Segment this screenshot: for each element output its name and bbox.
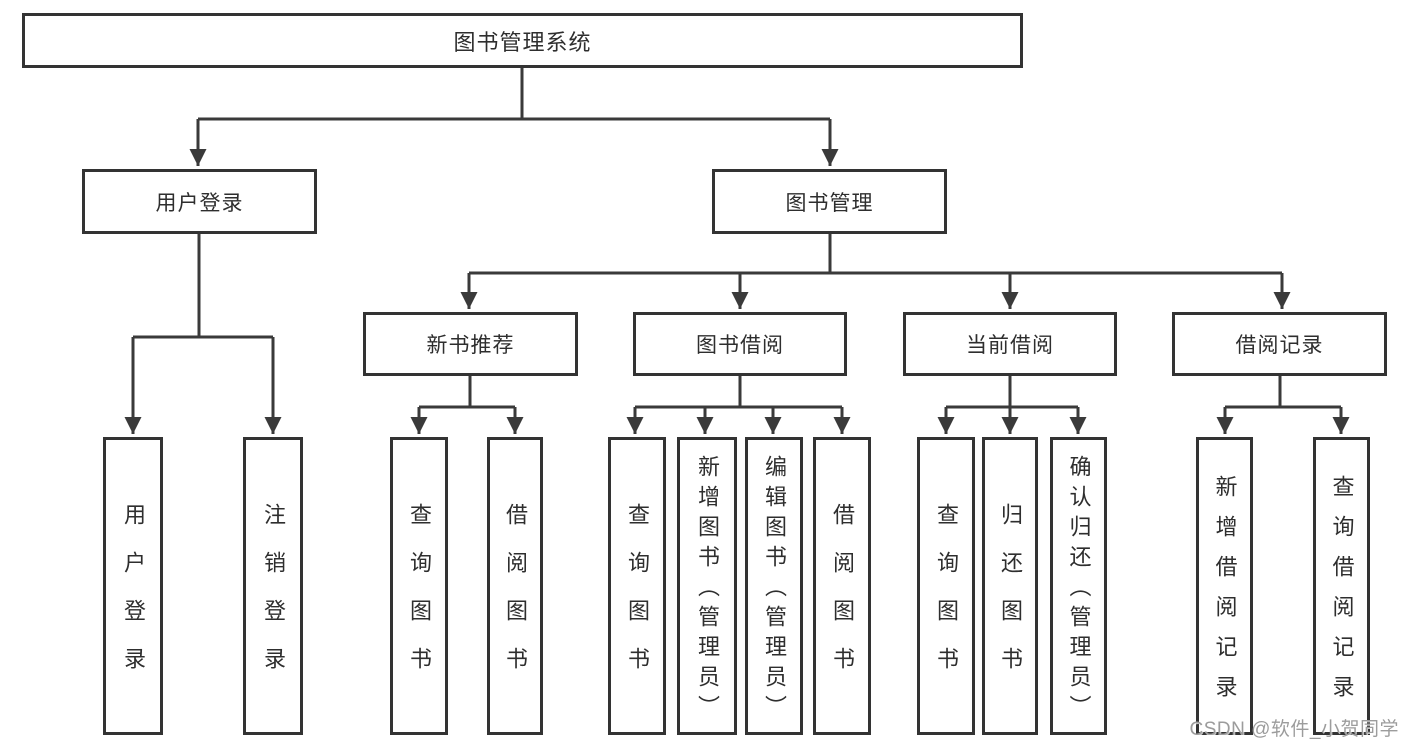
- node-label: 图书借阅: [696, 334, 784, 357]
- node-label: 归还图书: [998, 503, 1023, 695]
- node-label: 确认归还（管理员）: [1066, 455, 1092, 725]
- leaf-user-login: 用户登录: [103, 437, 163, 735]
- node-label: 图书管理: [785, 191, 874, 215]
- node-book-management: 图书管理: [712, 169, 947, 234]
- leaf-borrow-books-recommend: 借阅图书: [487, 437, 543, 735]
- leaf-borrow-books: 借阅图书: [813, 437, 871, 735]
- node-label: 注销登录: [261, 503, 286, 695]
- node-borrow-records: 借阅记录: [1172, 312, 1387, 376]
- leaf-edit-books-admin: 编辑图书（管理员）: [745, 437, 803, 735]
- node-label: 查询图书: [625, 503, 650, 695]
- csdn-watermark: CSDN @软件_小贺同学: [1189, 719, 1399, 740]
- node-label: 借阅图书: [830, 503, 855, 695]
- leaf-query-books-borrow: 查询图书: [608, 437, 666, 735]
- leaf-query-books-recommend: 查询图书: [390, 437, 448, 735]
- node-label: 编辑图书（管理员）: [762, 455, 787, 725]
- node-label: 当前借阅: [966, 334, 1054, 357]
- node-label: 新增借阅记录: [1212, 475, 1238, 715]
- node-label: 新增图书（管理员）: [695, 455, 720, 725]
- node-library-management-system: 图书管理系统: [22, 13, 1023, 68]
- node-label: 新书推荐: [426, 334, 515, 357]
- leaf-return-books: 归还图书: [982, 437, 1038, 735]
- leaf-query-books-current: 查询图书: [917, 437, 975, 735]
- leaf-add-borrow-record: 新增借阅记录: [1196, 437, 1253, 735]
- node-label: 图书管理系统: [453, 29, 592, 55]
- node-book-borrow: 图书借阅: [633, 312, 847, 376]
- node-label: 用户登录: [121, 503, 146, 695]
- node-label: 查询图书: [934, 503, 959, 695]
- node-current-borrow: 当前借阅: [903, 312, 1117, 376]
- node-user-login: 用户登录: [82, 169, 317, 234]
- leaf-confirm-return-admin: 确认归还（管理员）: [1050, 437, 1107, 735]
- node-label: 用户登录: [155, 191, 244, 215]
- node-label: 借阅记录: [1235, 334, 1324, 357]
- node-new-book-recommend: 新书推荐: [363, 312, 578, 376]
- node-label: 查询图书: [407, 503, 432, 695]
- node-label: 查询借阅记录: [1329, 475, 1355, 715]
- leaf-query-borrow-record: 查询借阅记录: [1313, 437, 1370, 735]
- leaf-logout: 注销登录: [243, 437, 303, 735]
- leaf-add-books-admin: 新增图书（管理员）: [677, 437, 737, 735]
- node-label: 借阅图书: [503, 503, 528, 695]
